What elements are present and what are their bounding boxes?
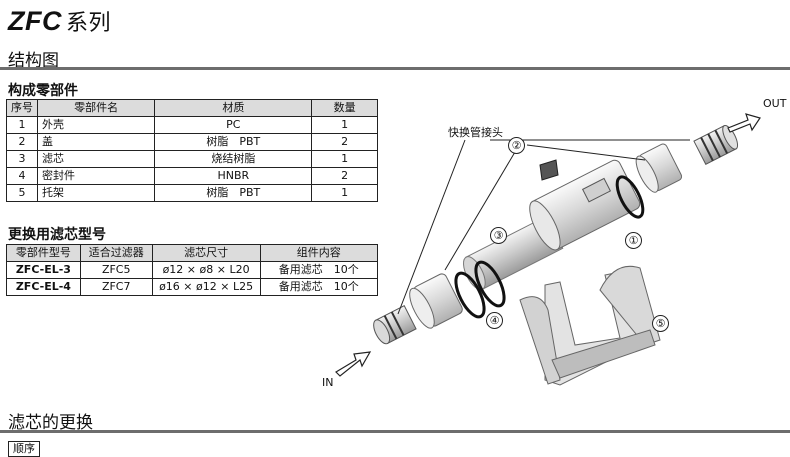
- table-row: ZFC-EL-4 ZFC7 ø16 × ø12 × L25 备用滤芯 10个: [6, 278, 379, 296]
- steps-label: 顺序: [8, 441, 40, 457]
- replacement-table: 零部件型号 适合过滤器 滤芯尺寸 组件内容 ZFC-EL-3 ZFC5 ø12 …: [6, 244, 379, 296]
- parts-table-title: 构成零部件: [8, 83, 78, 99]
- left-fitting-part: [373, 305, 417, 345]
- right-cap-part: [635, 143, 683, 193]
- table-header-row: 序号 零部件名 材质 数量: [6, 99, 378, 117]
- replacement-table-title: 更换用滤芯型号: [8, 227, 106, 243]
- left-seal-ring-2: [454, 271, 486, 319]
- left-cap-part: [409, 273, 463, 329]
- callout-3: ③: [490, 227, 507, 244]
- col-header: 数量: [311, 99, 378, 117]
- series-code: ZFC: [8, 6, 62, 36]
- cell-material: 树脂 PBT: [154, 184, 313, 202]
- cell-model: ZFC-EL-3: [6, 261, 81, 279]
- callout-5: ⑤: [652, 315, 669, 332]
- col-header: 序号: [6, 99, 38, 117]
- out-label: OUT: [763, 97, 787, 110]
- parts-table: 序号 零部件名 材质 数量 1 外壳 PC 1 2 盖 树脂 PBT 2 3 滤…: [6, 99, 378, 202]
- callout-4: ④: [486, 312, 503, 329]
- table-row: 5 托架 树脂 PBT 1: [6, 184, 378, 202]
- col-header: 滤芯尺寸: [151, 244, 261, 262]
- in-arrow-icon: [335, 351, 372, 377]
- fitting-label: 快换管接头: [448, 126, 503, 139]
- cell-model: ZFC-EL-4: [6, 278, 81, 296]
- clip-part: [539, 159, 559, 181]
- table-row: 1 外壳 PC 1: [6, 116, 378, 134]
- cell-name: 托架: [36, 184, 156, 202]
- section-divider-2: [0, 430, 790, 433]
- table-header-row: 零部件型号 适合过滤器 滤芯尺寸 组件内容: [6, 244, 379, 262]
- right-seal-ring: [615, 175, 645, 219]
- cell-content: 备用滤芯 10个: [259, 261, 379, 279]
- callout-2: ②: [508, 137, 525, 154]
- section-divider: [0, 67, 790, 70]
- out-arrow-icon: [727, 113, 761, 133]
- cell-qty: 1: [311, 184, 378, 202]
- table-row: 2 盖 树脂 PBT 2: [6, 133, 378, 151]
- col-header: 零部件名: [36, 99, 156, 117]
- series-suffix: 系列: [65, 11, 111, 36]
- table-row: ZFC-EL-3 ZFC5 ø12 × ø8 × L20 备用滤芯 10个: [6, 261, 379, 279]
- in-label: IN: [322, 376, 334, 389]
- section-structure-title: 结构图: [8, 51, 59, 71]
- right-fitting-part: [693, 124, 739, 165]
- cell-size: ø12 × ø8 × L20: [151, 261, 261, 279]
- col-header: 适合过滤器: [79, 244, 153, 262]
- left-seal-ring: [474, 260, 506, 308]
- callout-1: ①: [625, 232, 642, 249]
- table-row: 4 密封件 HNBR 2: [6, 167, 378, 185]
- cell-name: 滤芯: [36, 150, 156, 168]
- bracket-part: [519, 265, 661, 386]
- col-header: 组件内容: [259, 244, 379, 262]
- section-replace-title: 滤芯的更换: [8, 413, 93, 433]
- cell-content: 备用滤芯 10个: [259, 278, 379, 296]
- col-header: 零部件型号: [6, 244, 81, 262]
